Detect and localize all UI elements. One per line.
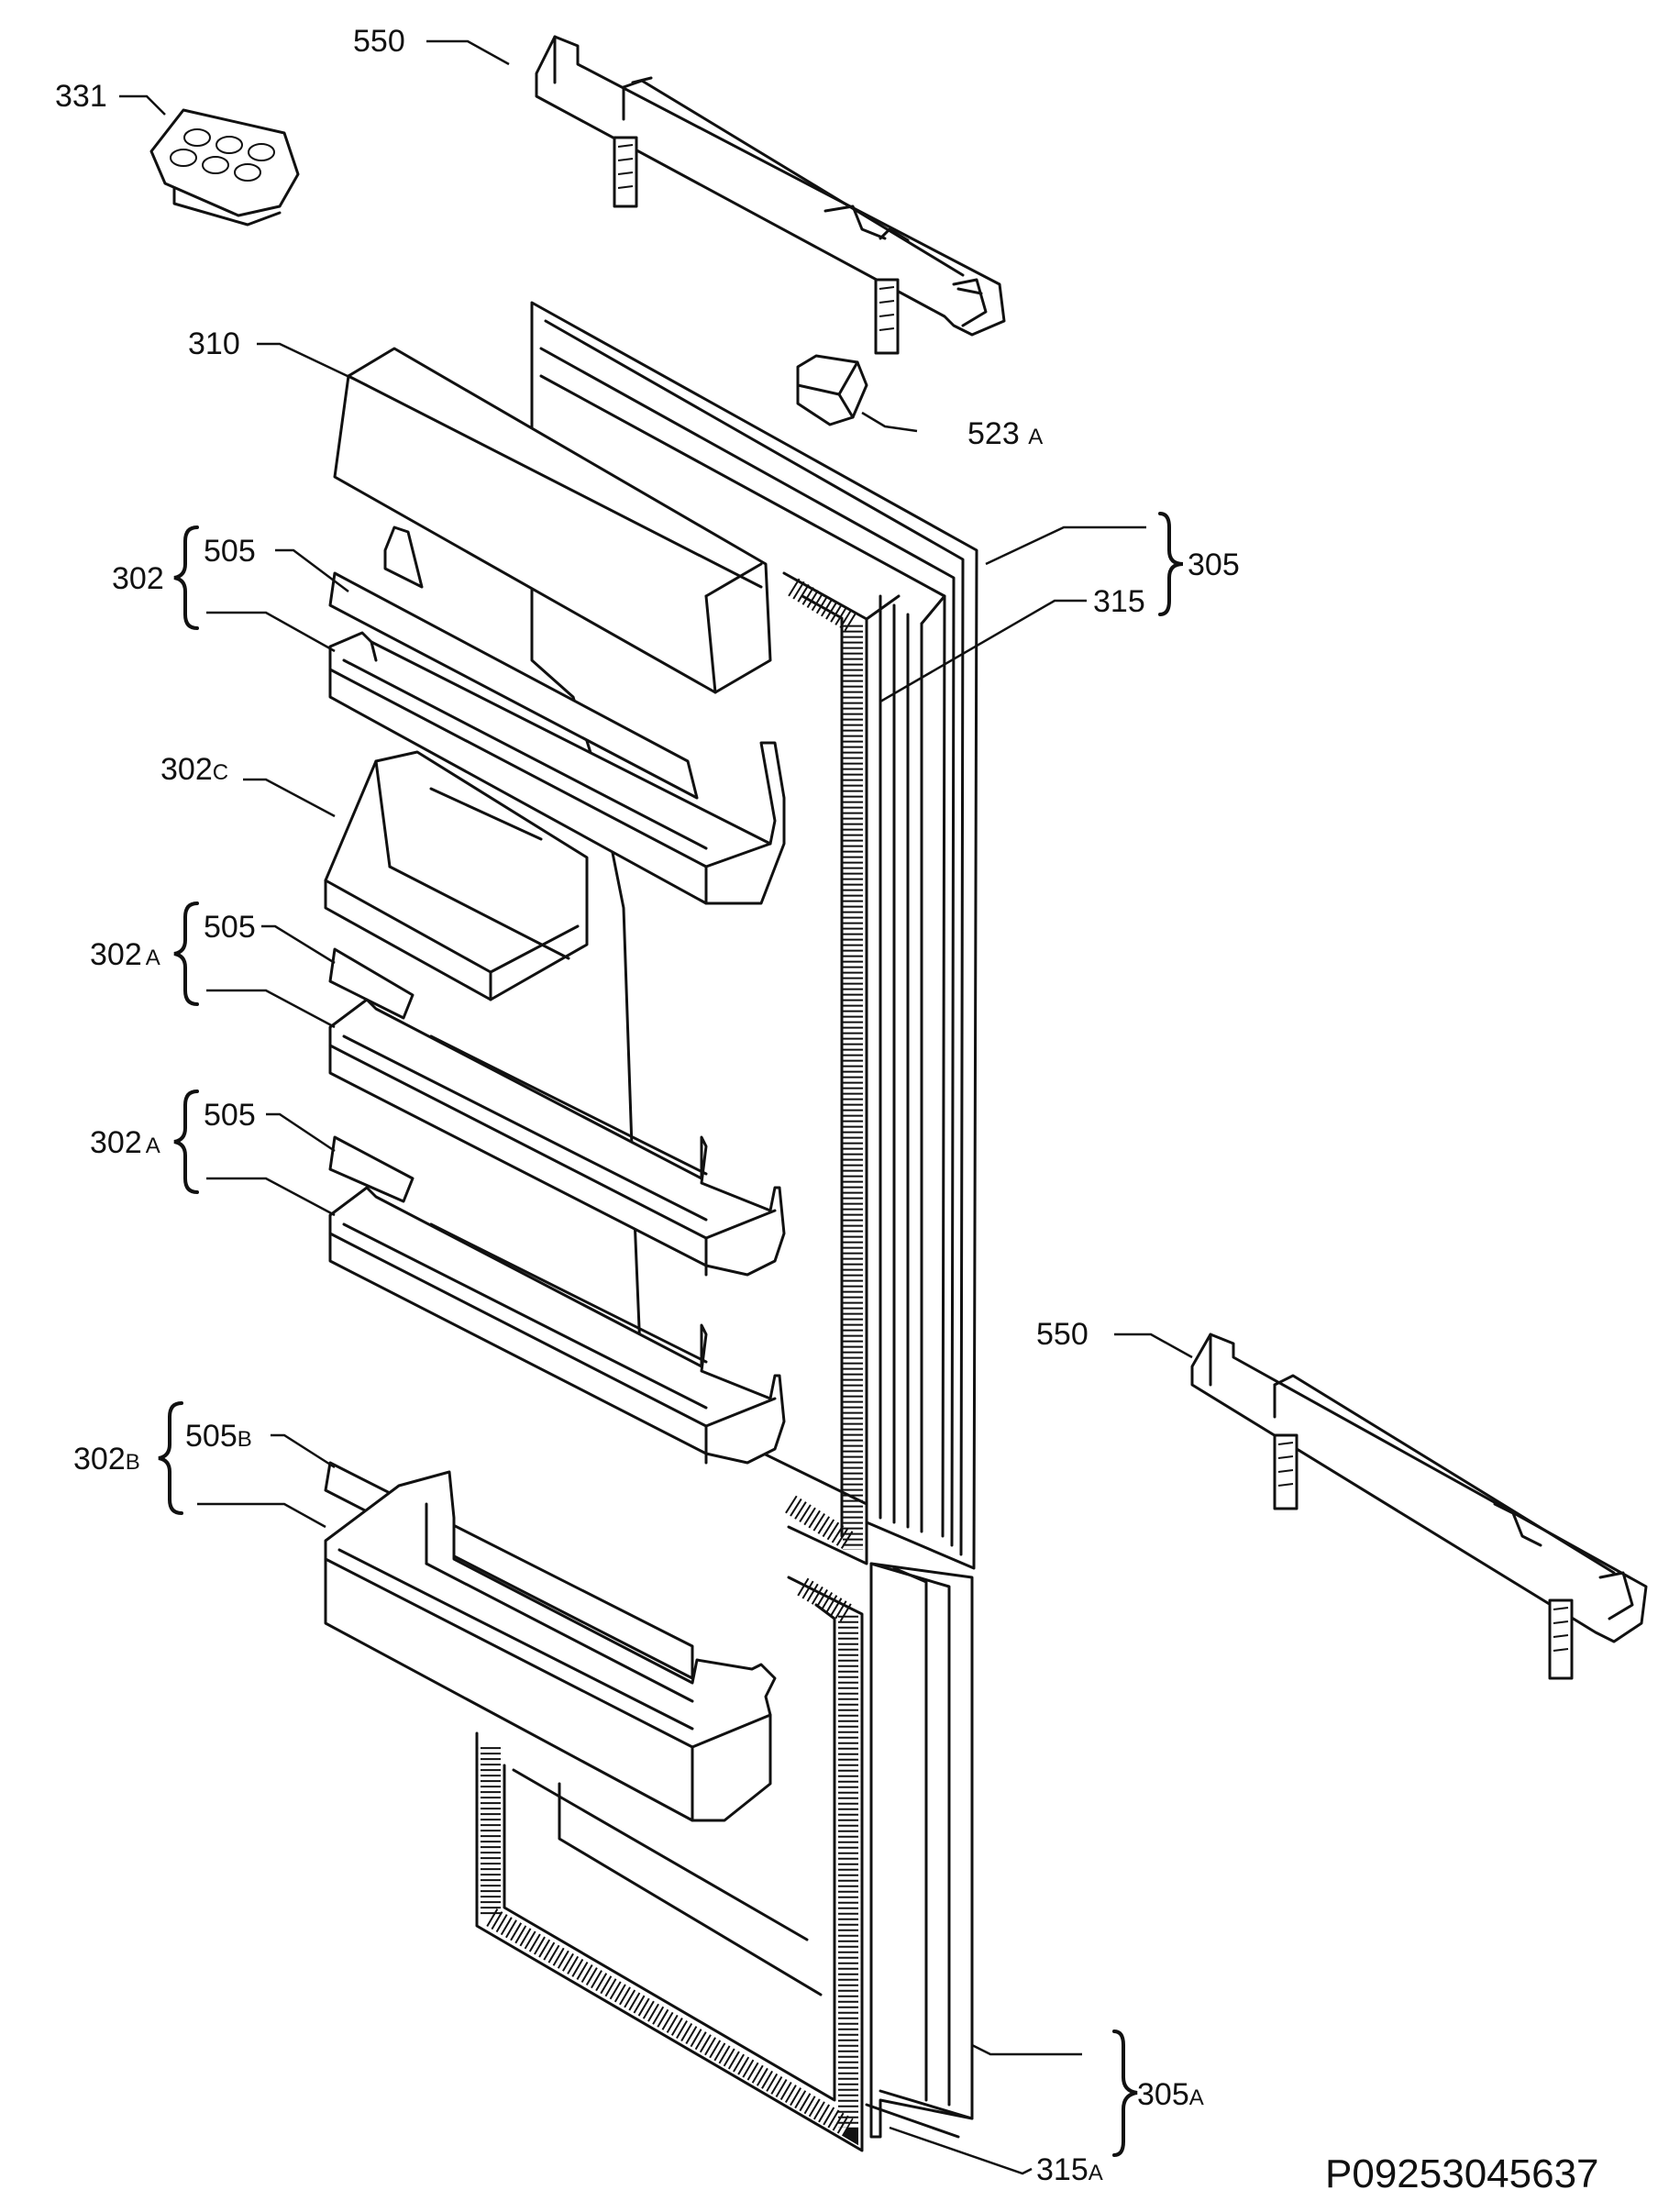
small-box-302c — [324, 750, 589, 1001]
egg-tray — [149, 108, 300, 227]
brace-302b — [158, 1401, 183, 1515]
label-505b: 505B — [185, 1419, 252, 1454]
clip-part — [796, 354, 868, 426]
leader-lines — [119, 39, 1193, 2175]
door-shelf-302b — [324, 1461, 777, 1822]
label-505-1: 505 — [204, 534, 256, 569]
brace-302a-1 — [173, 901, 199, 1006]
door-shelf-302 — [328, 525, 786, 905]
label-550-right: 550 — [1036, 1317, 1089, 1352]
brace-305a — [1112, 2030, 1138, 2157]
lower-door-gasket — [475, 1576, 864, 2152]
label-331: 331 — [55, 79, 107, 114]
brace-302 — [173, 525, 199, 630]
door-shelf-302a-2 — [328, 1135, 786, 1465]
label-550-top: 550 — [353, 24, 405, 59]
brace-305 — [1158, 512, 1184, 616]
hinge-bar-right — [1190, 1333, 1648, 1680]
label-310: 310 — [188, 326, 240, 361]
label-505-3: 505 — [204, 1098, 256, 1133]
label-305: 305 — [1188, 547, 1240, 582]
door-shelf-302a-1 — [328, 947, 786, 1277]
label-302c: 302C — [160, 752, 228, 787]
label-505-2: 505 — [204, 910, 256, 945]
label-315a: 315A — [1036, 2152, 1103, 2187]
hinge-bar-top — [535, 35, 1006, 355]
part-labels: 550 331 310 523 A 305 315 302 505 302C 3… — [55, 24, 1599, 2196]
label-305a: 305A — [1137, 2077, 1204, 2112]
label-523a: 523 A — [967, 416, 1043, 451]
lower-door-frame — [865, 1562, 974, 2139]
drawing-code: P09253045637 — [1325, 2151, 1599, 2196]
braces — [158, 512, 1184, 2157]
upper-door-gasket — [782, 571, 901, 1565]
label-302b: 302B — [73, 1442, 140, 1477]
brace-302a-2 — [173, 1089, 199, 1194]
label-302: 302 — [112, 561, 164, 596]
label-315: 315 — [1093, 584, 1145, 619]
